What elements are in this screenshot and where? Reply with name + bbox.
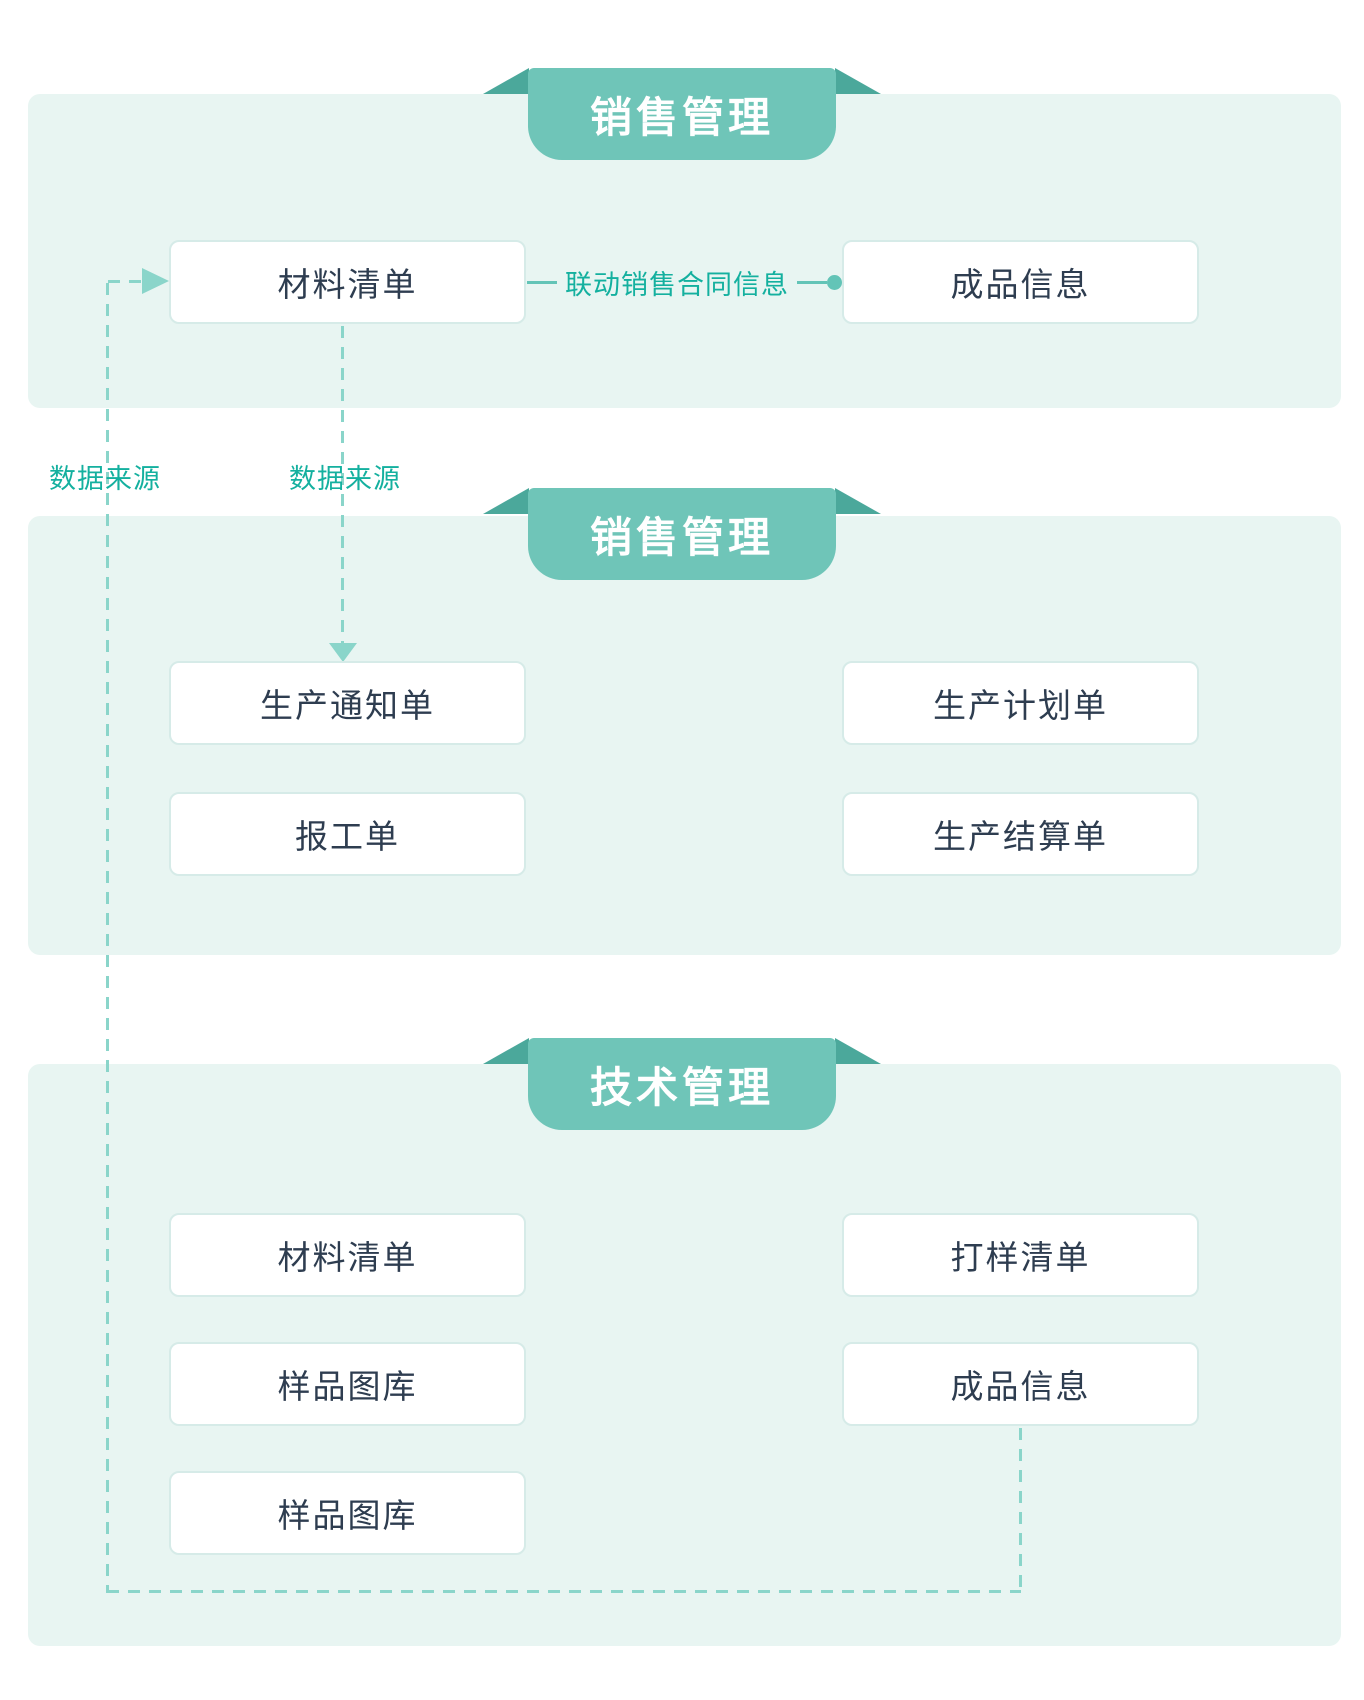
data-source-label-right: 数据来源 [289, 464, 401, 494]
dashed-line-from-finished-info [1019, 1428, 1022, 1591]
node-finished-info-tech: 成品信息 [842, 1342, 1199, 1426]
ribbon-left-wing-icon [483, 68, 529, 94]
connector-contract-link: 联动销售合同信息 [527, 261, 842, 303]
node-production-settlement: 生产结算单 [842, 792, 1199, 876]
banner-title-sales-2: 销售管理 [589, 513, 774, 561]
connector-dot-icon [827, 274, 842, 290]
banner-sales-2: 销售管理 [483, 488, 881, 580]
node-sample-gallery-1: 样品图库 [169, 1342, 526, 1426]
banner-title-sales-1: 销售管理 [589, 93, 774, 141]
connector-label: 联动销售合同信息 [565, 269, 789, 300]
banner-title-tech: 技术管理 [589, 1063, 774, 1111]
node-sample-list: 打样清单 [842, 1213, 1199, 1297]
ribbon-right-wing-icon [835, 68, 881, 94]
arrowhead-right-icon [142, 268, 169, 294]
data-source-label-left: 数据来源 [49, 464, 161, 494]
node-work-report: 报工单 [169, 792, 526, 876]
connector-line-left [527, 280, 557, 284]
banner-tech: 技术管理 [483, 1038, 881, 1130]
node-sample-gallery-2: 样品图库 [169, 1471, 526, 1555]
node-material-list-tech: 材料清单 [169, 1213, 526, 1297]
banner-sales-1: 销售管理 [483, 68, 881, 160]
ribbon-right-wing-icon [835, 488, 881, 514]
ribbon-left-wing-icon [483, 488, 529, 514]
dashed-line-left-vertical [106, 283, 109, 1593]
connector-line-right [797, 280, 827, 284]
ribbon-right-wing-icon [835, 1038, 881, 1064]
node-finished-info-sales: 成品信息 [842, 240, 1199, 324]
ribbon-body: 销售管理 [528, 488, 836, 580]
node-production-notice: 生产通知单 [169, 661, 526, 745]
dashed-line-bottom-horizontal [107, 1590, 1021, 1593]
dashed-line-material-to-notice [341, 326, 344, 643]
ribbon-body: 技术管理 [528, 1038, 836, 1130]
node-material-list-sales: 材料清单 [169, 240, 526, 324]
node-production-plan: 生产计划单 [842, 661, 1199, 745]
ribbon-body: 销售管理 [528, 68, 836, 160]
arrowhead-down-icon [329, 643, 357, 662]
ribbon-left-wing-icon [483, 1038, 529, 1064]
dashed-line-into-material-list [108, 280, 145, 283]
